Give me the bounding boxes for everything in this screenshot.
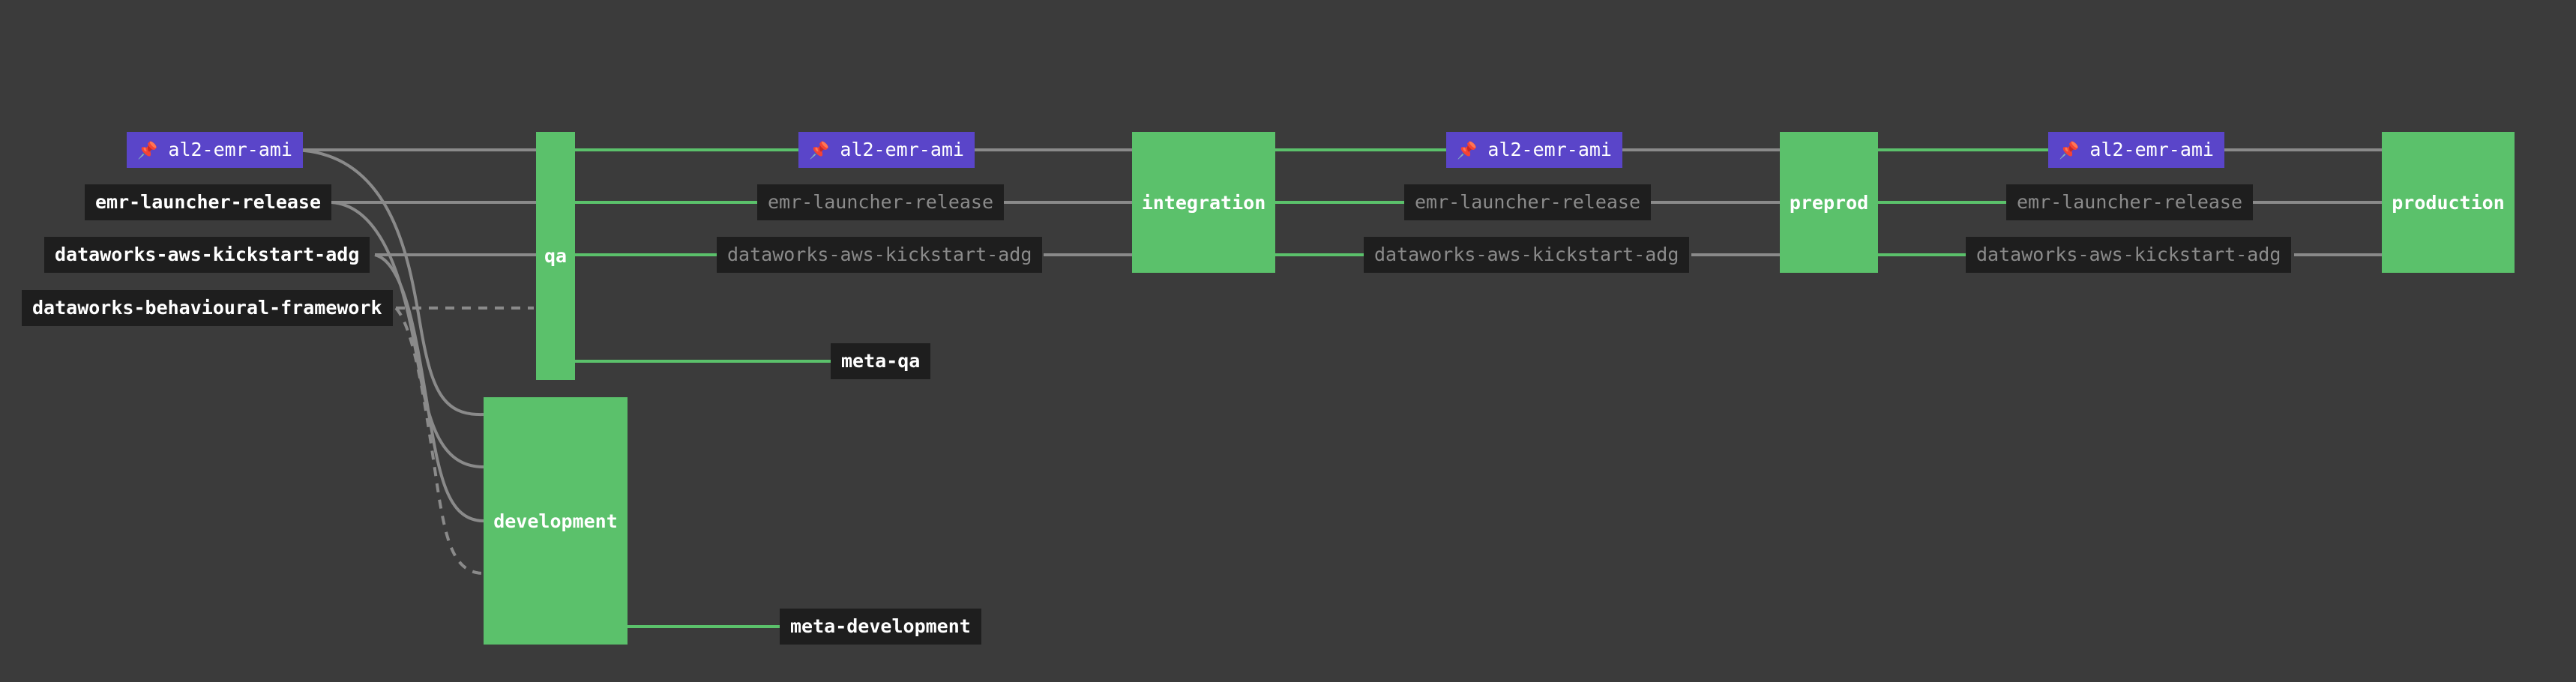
job-production[interactable]: production	[2382, 132, 2515, 273]
pushpin-icon: 📌	[809, 142, 830, 160]
preprod-al2-emr-ami[interactable]: 📌al2-emr-ami	[2048, 132, 2224, 168]
integration-dataworks-aws-kickstart-adg[interactable]: dataworks-aws-kickstart-adg	[1364, 237, 1690, 273]
job-preprod[interactable]: preprod	[1780, 132, 1878, 273]
input-dataworks-aws-kickstart-adg[interactable]: dataworks-aws-kickstart-adg	[44, 237, 370, 273]
input-emr-launcher-release[interactable]: emr-launcher-release	[85, 184, 332, 220]
qa-dataworks-aws-kickstart-adg[interactable]: dataworks-aws-kickstart-adg	[717, 237, 1043, 273]
integration-al2-emr-ami[interactable]: 📌al2-emr-ami	[1446, 132, 1622, 168]
edge-kick-dev	[374, 253, 484, 522]
input-al2-emr-ami[interactable]: 📌al2-emr-ami	[127, 132, 303, 168]
job-development[interactable]: development	[484, 397, 628, 645]
edge-emr-dev	[331, 201, 484, 468]
output-meta-qa[interactable]: meta-qa	[831, 343, 931, 379]
qa-emr-launcher-release[interactable]: emr-launcher-release	[757, 184, 1005, 220]
output-meta-development[interactable]: meta-development	[780, 609, 981, 645]
pushpin-icon: 📌	[1457, 142, 1478, 160]
preprod-emr-launcher-release[interactable]: emr-launcher-release	[2006, 184, 2254, 220]
job-qa[interactable]: qa	[536, 132, 575, 380]
job-integration[interactable]: integration	[1132, 132, 1275, 273]
edge-bf-dev	[394, 307, 484, 575]
pushpin-icon: 📌	[137, 142, 158, 160]
pushpin-icon: 📌	[2059, 142, 2080, 160]
edge-ami-dev	[290, 148, 484, 417]
preprod-dataworks-aws-kickstart-adg[interactable]: dataworks-aws-kickstart-adg	[1966, 237, 2292, 273]
integration-emr-launcher-release[interactable]: emr-launcher-release	[1404, 184, 1652, 220]
qa-al2-emr-ami[interactable]: 📌al2-emr-ami	[798, 132, 975, 168]
input-dataworks-behavioural-framework[interactable]: dataworks-behavioural-framework	[22, 290, 393, 326]
